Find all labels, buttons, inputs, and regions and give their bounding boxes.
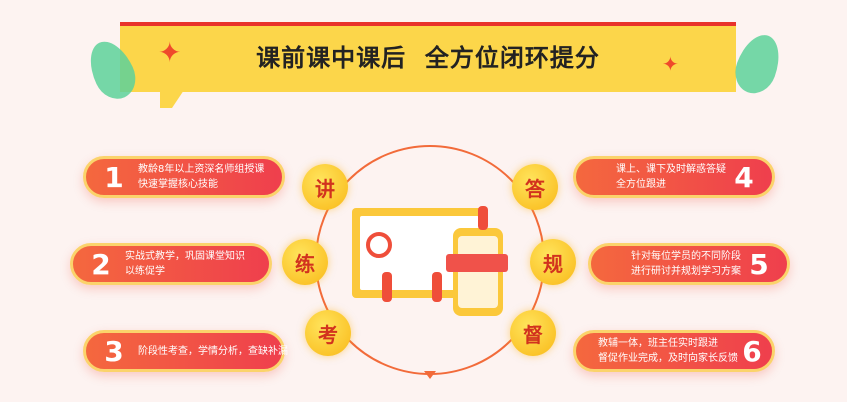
- feature-pill-2: 2 实战式教学，巩固课堂知识 以练促学: [70, 243, 272, 285]
- feature-number: 6: [742, 334, 762, 368]
- feature-number: 3: [104, 334, 124, 368]
- coin-da: 答: [512, 164, 558, 210]
- feature-text: 课上、课下及时解惑答疑 全方位跟进: [616, 164, 726, 190]
- sparkle-icon: ✦: [662, 52, 679, 76]
- coin-du: 督: [510, 310, 556, 356]
- page-title: 课前课中课后 全方位闭环提分: [256, 44, 600, 72]
- magnifier-icon: [366, 232, 392, 258]
- feature-text: 教辅一体，班主任实时跟进 督促作业完成，及时向家长反馈: [598, 338, 738, 364]
- feature-text: 针对每位学员的不同阶段 进行研讨并规划学习方案: [631, 251, 741, 277]
- person-figure: [478, 206, 488, 230]
- feature-number: 2: [91, 247, 111, 281]
- feature-number: 5: [749, 247, 769, 281]
- feature-pill-6: 教辅一体，班主任实时跟进 督促作业完成，及时向家长反馈 6: [573, 330, 775, 372]
- feature-pill-5: 针对每位学员的不同阶段 进行研讨并规划学习方案 5: [588, 243, 790, 285]
- coin-kao: 考: [305, 310, 351, 356]
- feature-number: 1: [104, 160, 124, 194]
- feature-pill-3: 3 阶段性考查，学情分析，查缺补漏: [83, 330, 288, 372]
- leaf-decoration: [728, 28, 788, 100]
- sparkle-icon: ✦: [158, 36, 182, 69]
- feature-text: 实战式教学，巩固课堂知识 以练促学: [125, 251, 245, 277]
- banner-tail: [160, 90, 184, 108]
- coin-gui: 规: [530, 239, 576, 285]
- feature-text: 阶段性考查，学情分析，查缺补漏: [138, 345, 288, 357]
- chat-bubble-icon: [446, 254, 508, 272]
- illustration-phone-screen: [458, 236, 498, 308]
- feature-text: 教龄8年以上资深名师组授课 快速掌握核心技能: [138, 164, 265, 190]
- feature-number: 4: [734, 160, 754, 194]
- ring-arrow-icon: [424, 371, 436, 379]
- person-figure: [382, 272, 392, 302]
- coin-lian: 练: [282, 239, 328, 285]
- feature-pill-4: 课上、课下及时解惑答疑 全方位跟进 4: [573, 156, 775, 198]
- person-figure: [432, 272, 442, 302]
- feature-pill-1: 1 教龄8年以上资深名师组授课 快速掌握核心技能: [83, 156, 285, 198]
- coin-jiang: 讲: [302, 164, 348, 210]
- title-banner: [120, 22, 736, 92]
